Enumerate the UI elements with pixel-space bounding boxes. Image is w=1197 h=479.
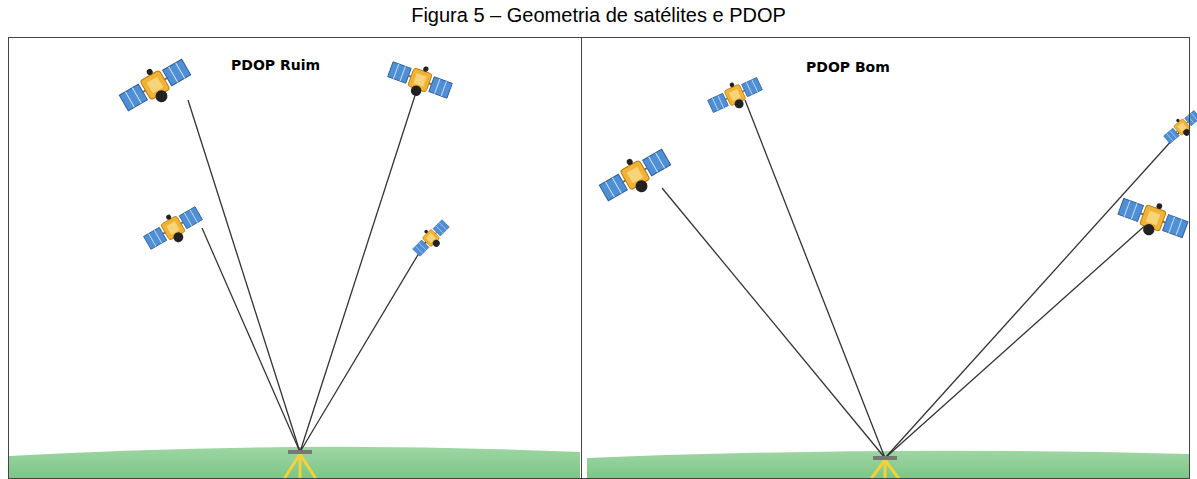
figure-title: Figura 5 – Geometria de satélites e PDOP xyxy=(0,4,1197,27)
panel-label: PDOP Bom xyxy=(806,59,890,75)
panel-label: PDOP Ruim xyxy=(231,57,320,73)
diagram-panel: PDOP Ruim xyxy=(8,37,582,479)
diagram-panel: PDOP Bom xyxy=(581,37,1190,479)
